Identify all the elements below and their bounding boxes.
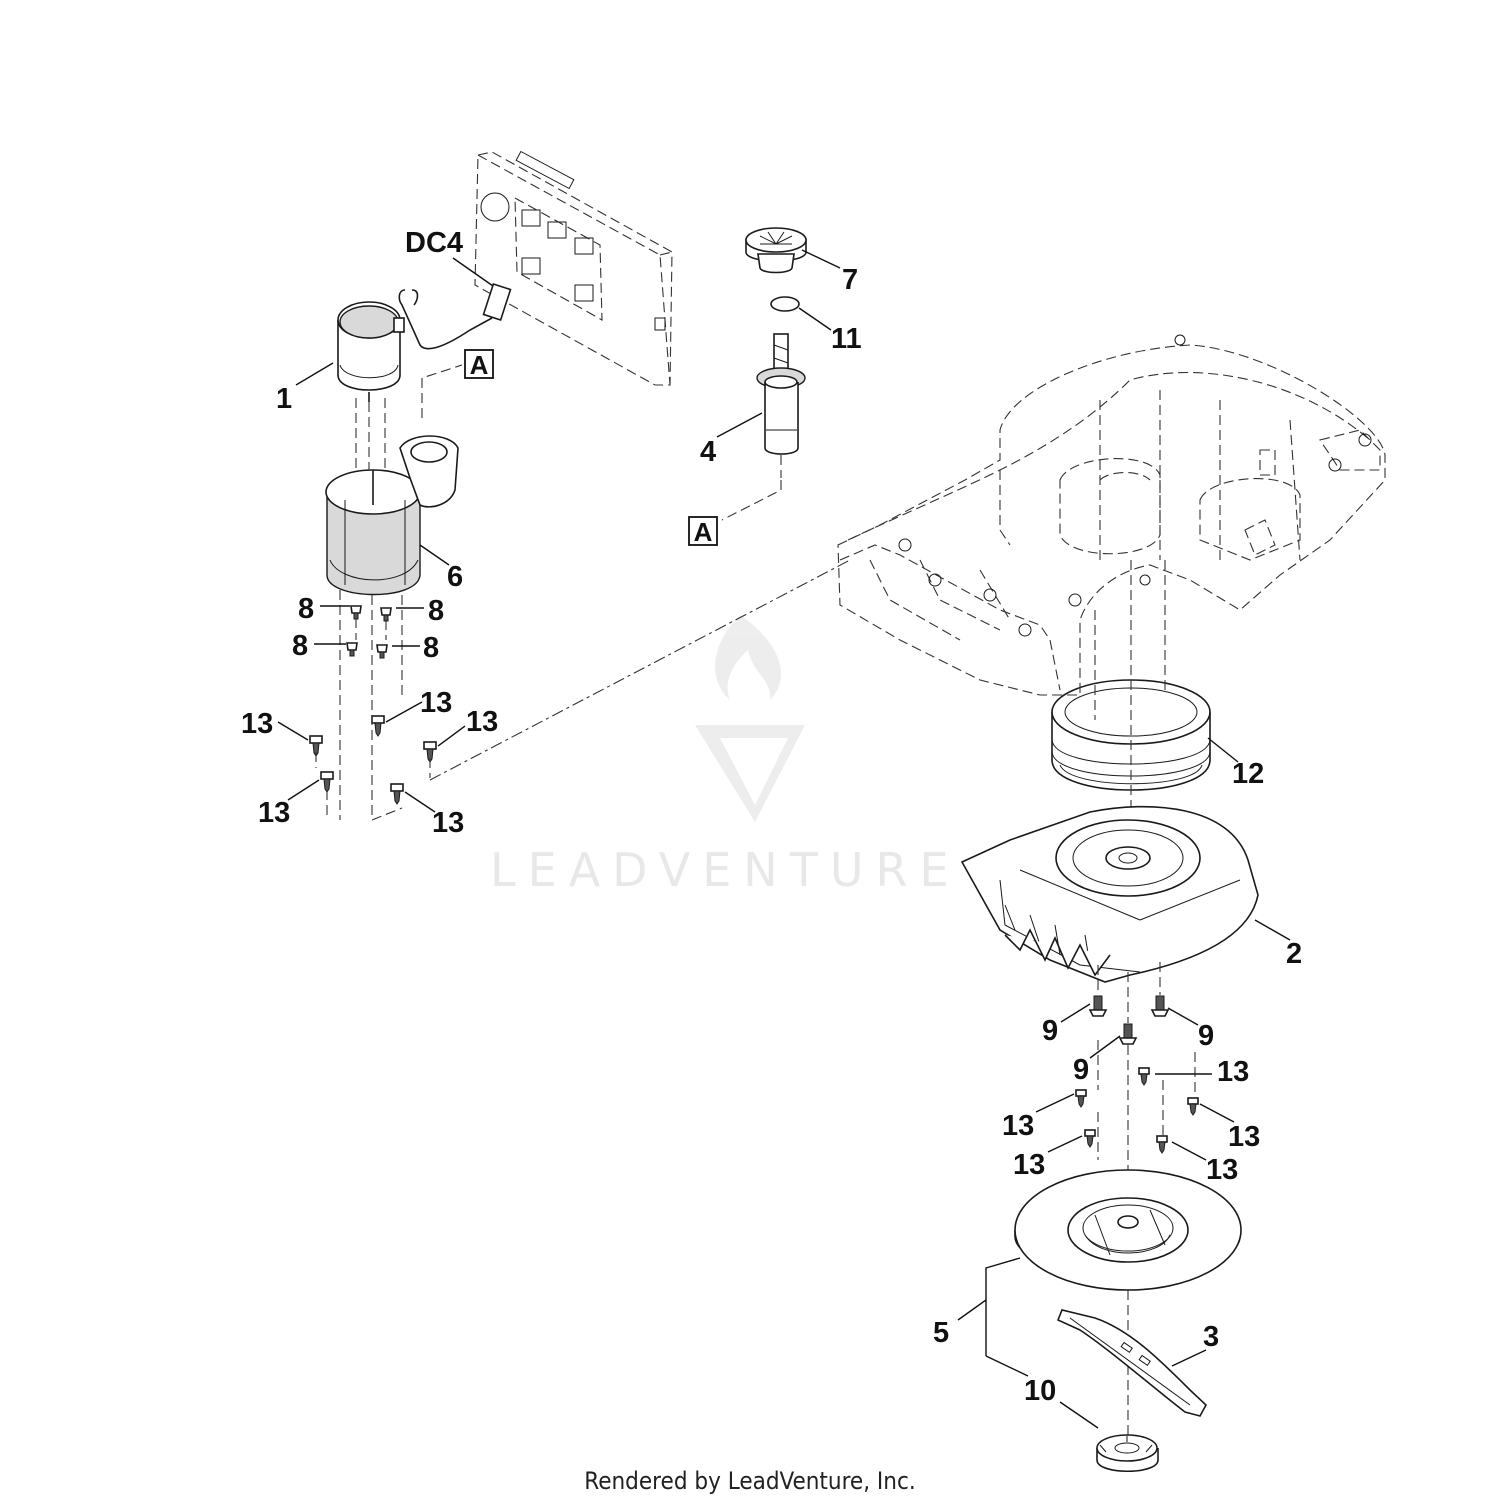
- callout-13-e: 13: [432, 807, 464, 839]
- callout-8-b: 8: [428, 595, 444, 627]
- part-11-o-ring: [770, 296, 800, 312]
- part-4-shaft: [721, 333, 806, 521]
- leadventure-watermark-logo: LEADVENTURE: [490, 615, 961, 897]
- callout-13-c: 13: [466, 706, 498, 738]
- callout-13-f: 13: [1217, 1056, 1249, 1088]
- part-3-blade: [1056, 1309, 1207, 1417]
- callout-12: 12: [1232, 758, 1264, 790]
- callout-8-a: 8: [298, 593, 314, 625]
- part-13-screws-left: [309, 715, 437, 805]
- callout-6: 6: [447, 561, 463, 593]
- callout-5: 5: [933, 1317, 949, 1349]
- part-6-motor-housing: [325, 435, 459, 596]
- callout-13-d: 13: [258, 797, 290, 829]
- callout-13-b: 13: [420, 687, 452, 719]
- part-1-motor: [337, 282, 512, 402]
- callout-9-b: 9: [1198, 1020, 1214, 1052]
- control-board: [474, 150, 673, 386]
- callout-2: 2: [1286, 938, 1302, 970]
- callout-3: 3: [1203, 1321, 1219, 1353]
- callout-7: 7: [842, 264, 858, 296]
- callout-11: 11: [831, 323, 862, 355]
- part-13-screws-right: [1075, 1067, 1199, 1154]
- callout-4: 4: [700, 436, 716, 468]
- callout-labels: 1 DC4 7 11 4 6 8 8 8 8 13 13 13 13 13 12…: [241, 227, 1302, 1407]
- callout-13-i: 13: [1013, 1149, 1045, 1181]
- part-5-blade-disc: [1014, 1169, 1242, 1291]
- reference-a-upper: A: [464, 349, 494, 380]
- leader-lines: [277, 249, 1291, 1429]
- part-9-screws: [1088, 995, 1170, 1045]
- reference-a-upper-label: A: [470, 350, 489, 380]
- chassis-body: [837, 334, 1386, 860]
- callout-8-d: 8: [423, 632, 439, 664]
- callout-9-c: 9: [1073, 1054, 1089, 1086]
- callout-13-a: 13: [241, 708, 273, 740]
- watermark-text: LEADVENTURE: [490, 843, 961, 897]
- part-8-screws: [346, 605, 392, 659]
- part-2-deck-cover: [960, 805, 1259, 983]
- reference-a-lower-label: A: [694, 517, 713, 547]
- part-7-cap: [745, 227, 807, 274]
- callout-1: 1: [276, 383, 292, 415]
- callout-9-a: 9: [1042, 1015, 1058, 1047]
- left-assembly-lines: [315, 364, 851, 821]
- callout-13-j: 13: [1206, 1154, 1238, 1186]
- callout-dc4: DC4: [405, 227, 463, 259]
- callout-8-c: 8: [292, 630, 308, 662]
- footer-credit: Rendered by LeadVenture, Inc.: [584, 1467, 915, 1495]
- part-10-hub: [1096, 1434, 1159, 1473]
- callout-13-g: 13: [1002, 1110, 1034, 1142]
- callout-13-h: 13: [1228, 1121, 1260, 1153]
- reference-a-lower: A: [688, 516, 718, 547]
- callout-10: 10: [1024, 1375, 1056, 1407]
